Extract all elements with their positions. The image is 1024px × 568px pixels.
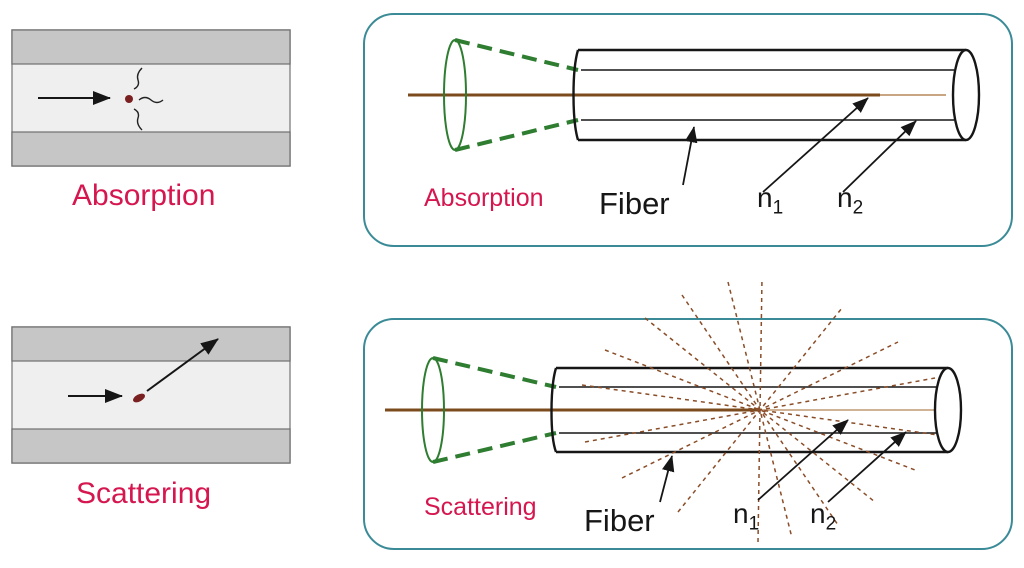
scattering-panel-caption: Scattering: [424, 493, 537, 521]
scattering-particle: [133, 393, 145, 403]
fiber-cylinder: [572, 48, 981, 142]
waveguide-slab: [11, 326, 291, 464]
heat-wiggle-lines: [133, 67, 164, 131]
scattering-schematic-caption: Scattering: [76, 477, 212, 510]
fiber-scattering-panel: [363, 277, 1013, 550]
panel-border: [363, 318, 1013, 550]
absorption-schematic: [11, 29, 291, 167]
n2-subscript: 2: [852, 197, 864, 219]
fiber-cylinder: [550, 366, 963, 454]
n2-subscript: 2: [825, 513, 837, 535]
fiber-label-top: Fiber: [599, 186, 670, 221]
n1-label-bottom: n1: [733, 500, 759, 534]
absorption-schematic-caption: Absorption: [72, 179, 216, 212]
n2-label-top: n2: [837, 184, 863, 218]
n1-base: n: [757, 182, 773, 213]
n2-base: n: [837, 182, 853, 213]
n1-label-top: n1: [757, 184, 783, 218]
n2-base: n: [810, 498, 826, 529]
scattering-schematic: [11, 326, 291, 464]
fiber-label-bottom: Fiber: [584, 503, 655, 538]
absorption-panel-caption: Absorption: [424, 184, 544, 212]
absorbing-particle: [125, 95, 133, 103]
scattered-ray-arrow: [146, 338, 219, 392]
fiber-pointer-arrow: [682, 126, 698, 186]
focus-cone: [454, 38, 579, 152]
fiber-pointer-arrow: [659, 455, 675, 503]
n1-pointer-arrow: [762, 97, 869, 193]
scattered-rays: [581, 277, 939, 543]
n2-pointer-arrow: [842, 120, 917, 193]
n1-subscript: 1: [748, 513, 760, 535]
n2-label-bottom: n2: [810, 500, 836, 534]
n2-pointer-arrow: [827, 431, 907, 503]
waveguide-slab: [11, 29, 291, 167]
focus-cone: [432, 356, 557, 464]
n1-base: n: [733, 498, 749, 529]
fiber-absorption-panel: [363, 13, 1013, 247]
n1-subscript: 1: [772, 197, 784, 219]
n1-pointer-arrow: [757, 419, 849, 501]
